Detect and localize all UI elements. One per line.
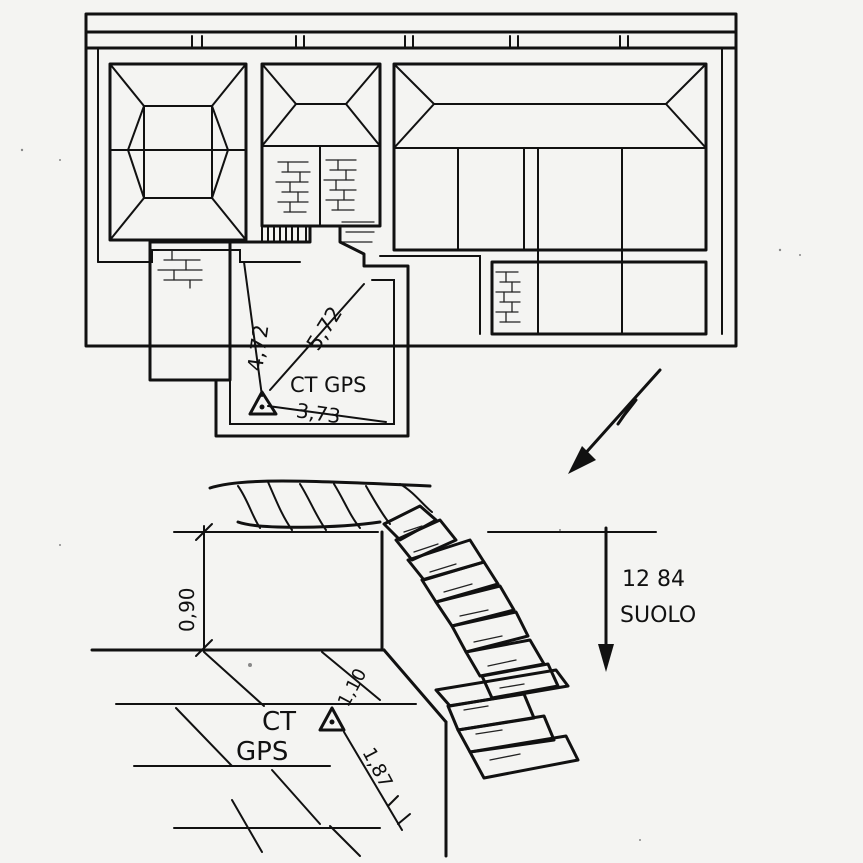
elevation-value: 12 84 xyxy=(622,567,685,592)
roof-tiles-top xyxy=(208,479,433,531)
roof-room-1 xyxy=(108,62,248,242)
roof-room-3 xyxy=(392,62,708,336)
roof-room-2 xyxy=(260,62,382,243)
paper-specks xyxy=(20,148,801,841)
section-view: 0,90 12 84 SUOLO CT GPS 1,10 1,87 xyxy=(90,479,696,858)
stair-steps-plan xyxy=(261,225,307,243)
roof-tiles-slope xyxy=(382,504,580,780)
courtyard xyxy=(214,224,410,438)
plan-outline xyxy=(84,12,738,348)
section-height-value: 0,90 xyxy=(175,587,199,632)
section-measure-b: 1,87 xyxy=(358,744,397,792)
floor-plan: 4,72 5,72 CT GPS 3,73 xyxy=(84,12,738,438)
section-station-line1: CT xyxy=(262,707,296,737)
elevation-arrow-icon xyxy=(598,526,614,672)
annex-room xyxy=(148,240,232,382)
elevation-label: SUOLO xyxy=(620,603,696,628)
height-dimension xyxy=(173,523,379,657)
brick-pattern-3 xyxy=(495,271,521,323)
brick-pattern-2 xyxy=(275,159,375,243)
ground-hatch xyxy=(115,651,417,857)
north-arrow-icon: N xyxy=(568,368,662,474)
section-station-line2: GPS xyxy=(236,737,288,767)
section-triangle-station-icon xyxy=(318,706,346,732)
plan-station-label: CT GPS xyxy=(290,373,366,397)
plan-measure-left: 4,72 xyxy=(243,323,273,373)
triangle-station-icon xyxy=(248,390,278,416)
